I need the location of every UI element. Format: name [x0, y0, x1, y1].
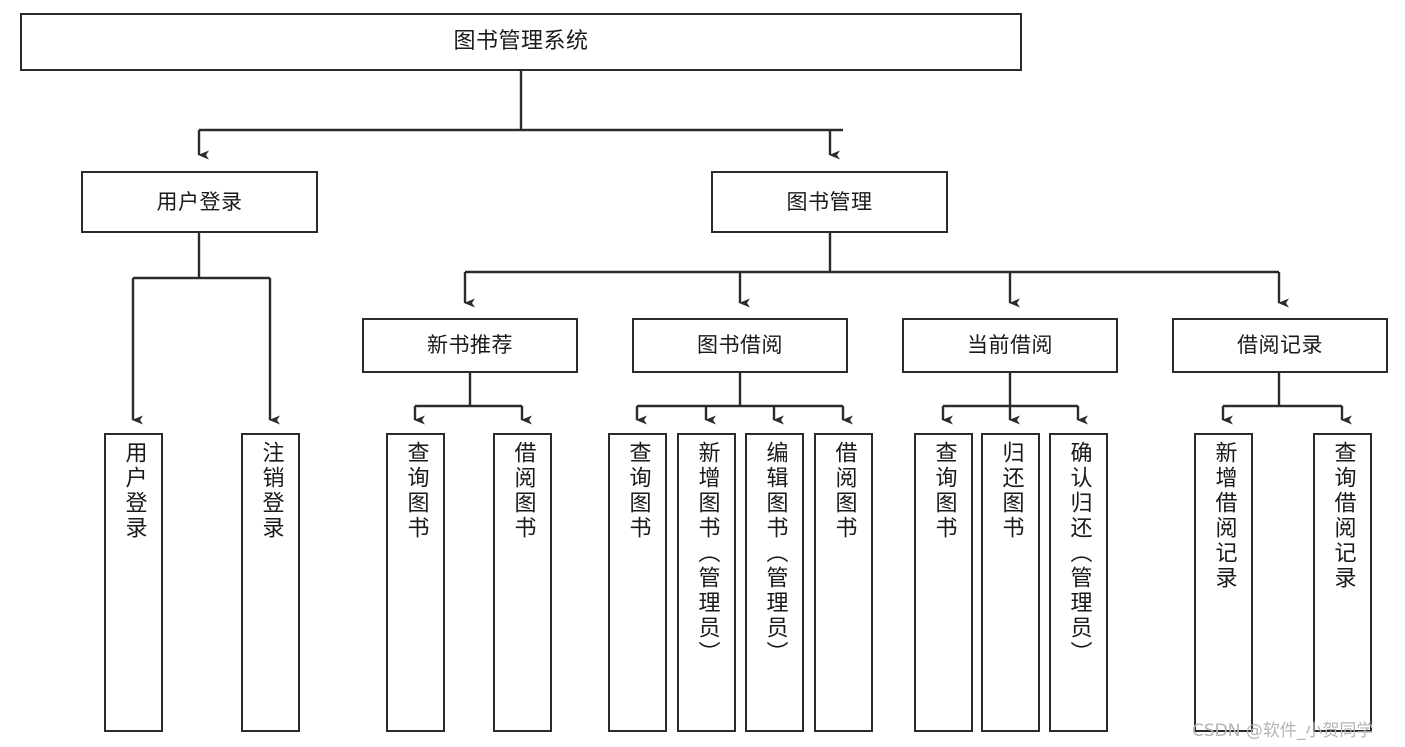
node-current-borrow-label: 当前借阅 — [967, 333, 1053, 358]
node-leaf-borrow-book-1-label: 借阅图书 — [510, 441, 536, 541]
node-leaf-add-book[interactable]: 新增图书（管理员） — [677, 433, 736, 732]
node-current-borrow[interactable]: 当前借阅 — [902, 318, 1118, 373]
node-book-manage[interactable]: 图书管理 — [711, 171, 948, 233]
node-leaf-query-book-1-label: 查询图书 — [403, 441, 429, 541]
node-leaf-return-book-label: 归还图书 — [998, 441, 1024, 541]
node-root[interactable]: 图书管理系统 — [20, 13, 1022, 71]
node-leaf-logout-label: 注销登录 — [258, 441, 284, 541]
node-leaf-confirm-return[interactable]: 确认归还（管理员） — [1049, 433, 1108, 732]
node-leaf-query-book-2-label: 查询图书 — [625, 441, 651, 541]
node-book-borrow-label: 图书借阅 — [697, 333, 783, 358]
node-leaf-query-book-1[interactable]: 查询图书 — [386, 433, 445, 732]
node-leaf-return-book[interactable]: 归还图书 — [981, 433, 1040, 732]
node-leaf-query-record[interactable]: 查询借阅记录 — [1313, 433, 1372, 732]
node-leaf-borrow-book-2[interactable]: 借阅图书 — [814, 433, 873, 732]
node-user-login[interactable]: 用户登录 — [81, 171, 318, 233]
node-new-book-recommend[interactable]: 新书推荐 — [362, 318, 578, 373]
node-borrow-record[interactable]: 借阅记录 — [1172, 318, 1388, 373]
node-new-book-recommend-label: 新书推荐 — [427, 333, 513, 358]
watermark: CSDN @软件_小贺同学 — [1192, 721, 1374, 741]
node-leaf-edit-book[interactable]: 编辑图书（管理员） — [745, 433, 804, 732]
node-leaf-user-login[interactable]: 用户登录 — [104, 433, 163, 732]
node-leaf-borrow-book-1[interactable]: 借阅图书 — [493, 433, 552, 732]
node-leaf-query-record-label: 查询借阅记录 — [1330, 441, 1356, 591]
node-root-label: 图书管理系统 — [453, 29, 589, 55]
node-borrow-record-label: 借阅记录 — [1237, 333, 1323, 358]
node-leaf-query-book-3[interactable]: 查询图书 — [914, 433, 973, 732]
node-leaf-user-login-label: 用户登录 — [121, 441, 147, 541]
node-user-login-label: 用户登录 — [156, 189, 243, 214]
node-leaf-confirm-return-label: 确认归还（管理员） — [1066, 441, 1092, 666]
node-leaf-borrow-book-2-label: 借阅图书 — [831, 441, 857, 541]
node-leaf-add-book-label: 新增图书（管理员） — [694, 441, 720, 666]
node-book-manage-label: 图书管理 — [786, 189, 873, 214]
node-leaf-add-record[interactable]: 新增借阅记录 — [1194, 433, 1253, 732]
node-book-borrow[interactable]: 图书借阅 — [632, 318, 848, 373]
node-leaf-logout[interactable]: 注销登录 — [241, 433, 300, 732]
node-leaf-query-book-2[interactable]: 查询图书 — [608, 433, 667, 732]
node-leaf-add-record-label: 新增借阅记录 — [1211, 441, 1237, 591]
node-leaf-query-book-3-label: 查询图书 — [931, 441, 957, 541]
node-leaf-edit-book-label: 编辑图书（管理员） — [762, 441, 788, 666]
